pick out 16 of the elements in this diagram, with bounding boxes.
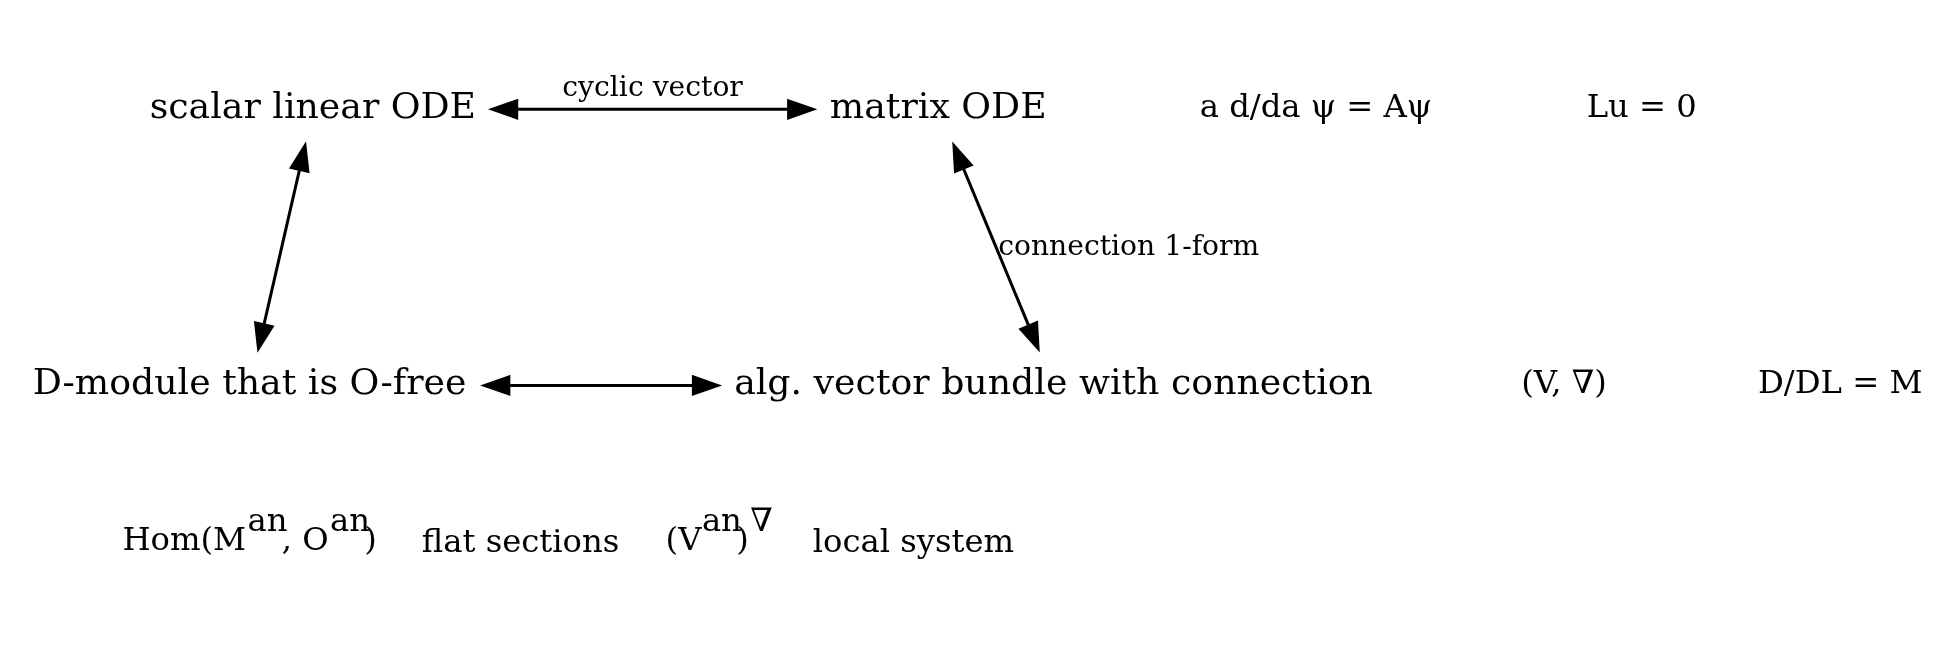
arrow [480, 374, 723, 397]
node-text: D-module that is O-free [32, 360, 467, 404]
node-text: alg. vector bundle with connection [734, 360, 1373, 404]
label: local system [812, 522, 1015, 561]
label: D/DL = M [1757, 363, 1923, 402]
edge-label: cyclic vector [562, 69, 743, 103]
label: Lu = 0 [1586, 87, 1697, 125]
node-text: matrix ODE [829, 84, 1047, 128]
node-text: scalar linear ODE [149, 84, 477, 128]
arrow [253, 141, 310, 353]
label: flat sections [421, 522, 620, 561]
arrow [487, 98, 818, 120]
arrow [952, 141, 1040, 353]
edge-label: connection 1-form [998, 228, 1260, 262]
label: (V, ∇) [1521, 363, 1607, 402]
label: a d/da ψ = Aψ [1199, 87, 1433, 125]
